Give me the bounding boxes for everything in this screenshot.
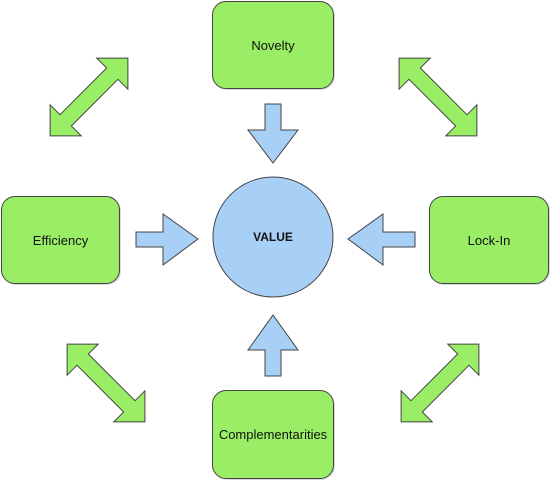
node-complementarities: Complementarities	[212, 390, 334, 479]
double-arrow-novelty-lockin	[398, 57, 478, 137]
double-arrow-efficiency-novelty	[49, 57, 129, 137]
arrow-efficiency-to-value	[135, 213, 199, 266]
node-lock-in-label: Lock-In	[467, 232, 511, 248]
node-lock-in: Lock-In	[429, 196, 549, 284]
arrow-lockin-to-value	[347, 213, 416, 266]
value-circle	[212, 176, 334, 298]
node-novelty: Novelty	[212, 1, 334, 89]
value-label: VALUE	[253, 230, 293, 244]
double-arrow-efficiency-complementarities	[66, 343, 146, 423]
double-arrow-complementarities-lockin	[400, 343, 480, 423]
node-complementarities-label: Complementarities	[218, 427, 328, 442]
node-novelty-label: Novelty	[251, 37, 295, 53]
arrow-complementarities-to-value	[247, 314, 299, 377]
arrow-novelty-to-value	[246, 103, 300, 164]
node-efficiency: Efficiency	[1, 196, 120, 284]
node-efficiency-label: Efficiency	[32, 232, 89, 248]
